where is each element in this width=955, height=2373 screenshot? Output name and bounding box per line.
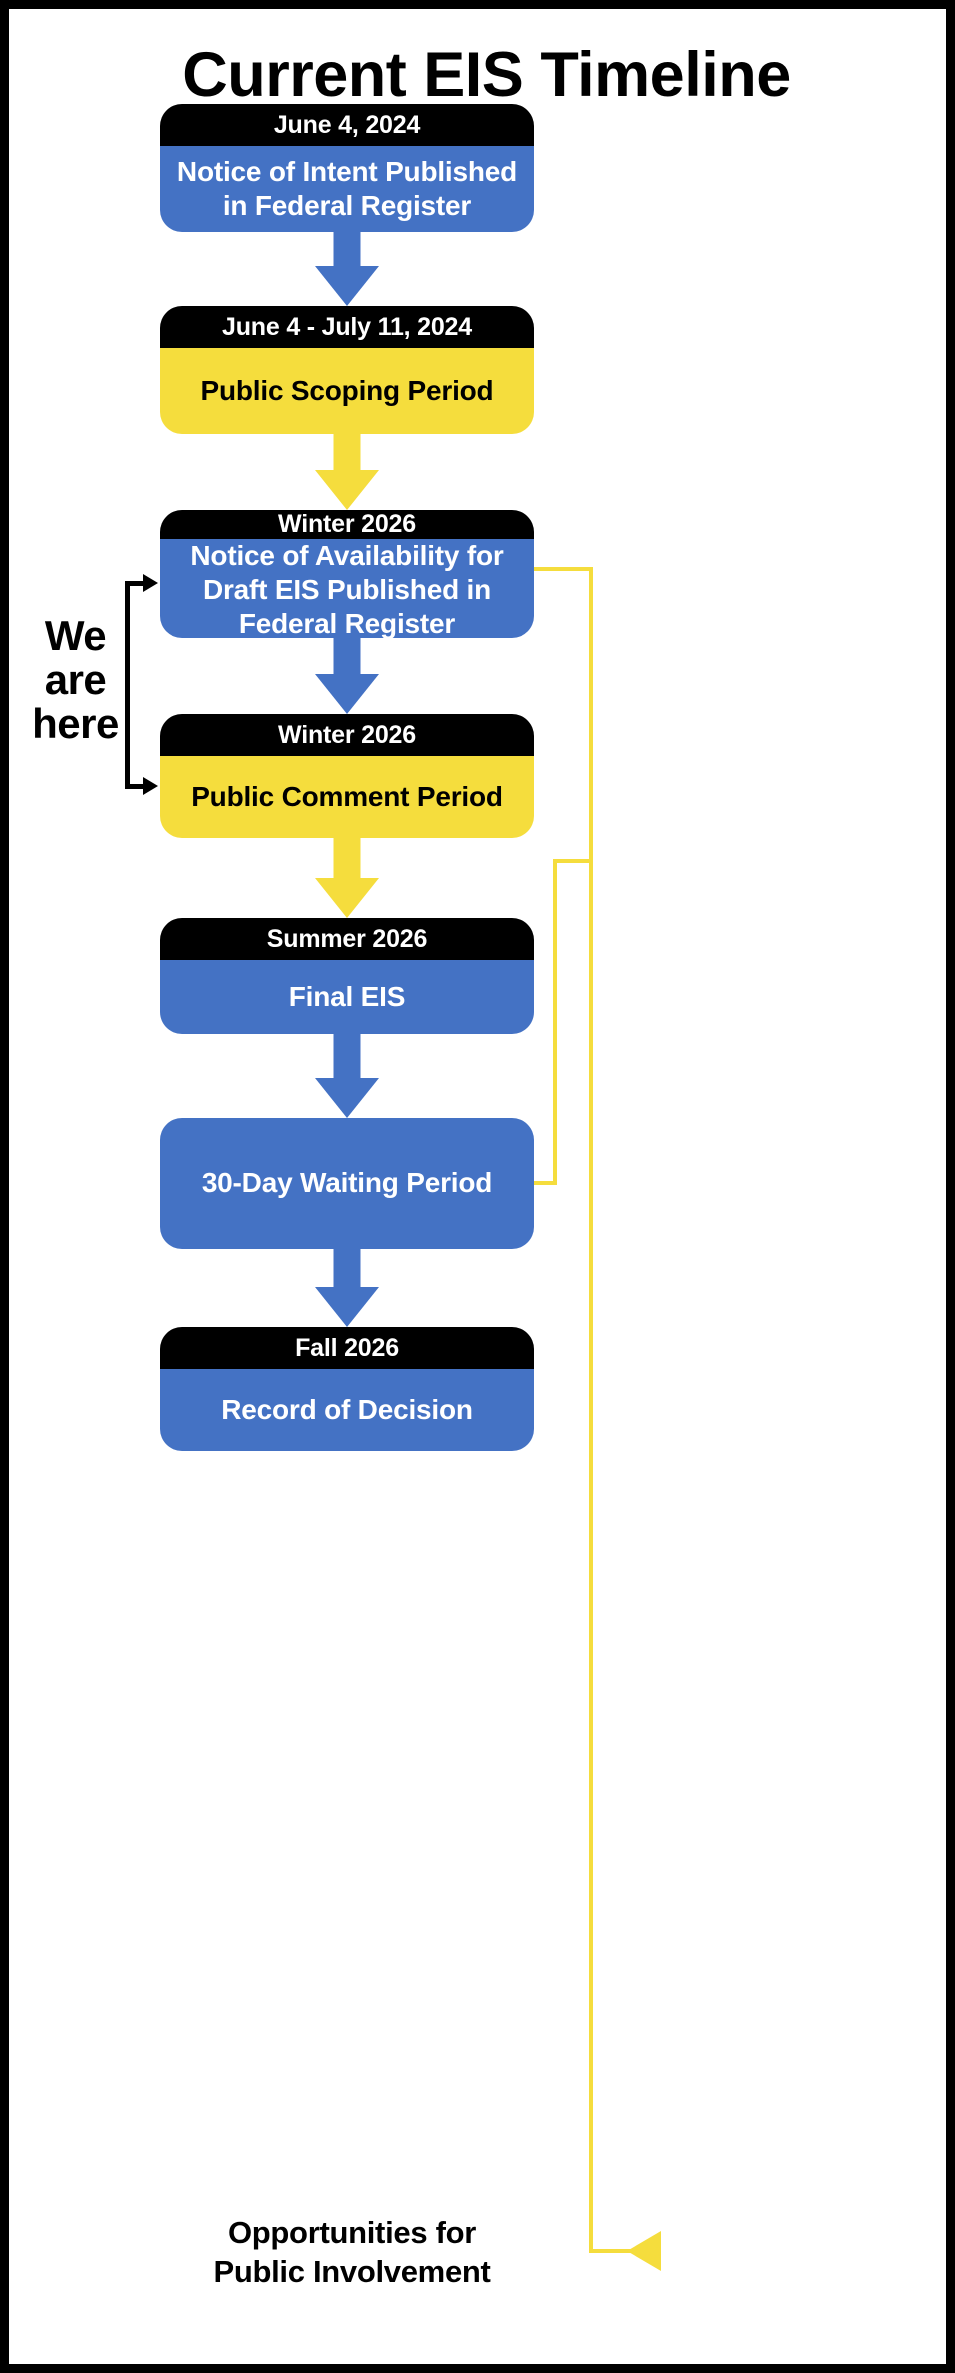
we-are-here-bracket-bottom xyxy=(125,784,150,789)
comment-routing-vertical xyxy=(553,859,557,1185)
node-label-waiting: 30-Day Waiting Period xyxy=(160,1118,534,1249)
we-are-here-arrowhead-bottom xyxy=(143,777,158,795)
we-are-here-arrowhead-top xyxy=(143,574,158,592)
we-are-here-bracket-top xyxy=(125,581,150,586)
node-30-day-waiting-period[interactable]: 30-Day Waiting Period xyxy=(160,1118,534,1249)
node-public-scoping-period[interactable]: June 4 - July 11, 2024 Public Scoping Pe… xyxy=(160,306,534,434)
we-are-here-bracket-vertical xyxy=(125,581,130,789)
we-are-here-label: We are here xyxy=(32,612,119,748)
node-label-rod: Record of Decision xyxy=(160,1369,534,1451)
node-date-noa: Winter 2026 xyxy=(160,510,534,539)
arrow-comment-to-final-eis xyxy=(315,838,379,918)
node-label-final-eis: Final EIS xyxy=(160,960,534,1034)
node-date-rod: Fall 2026 xyxy=(160,1327,534,1369)
comment-routing-upper-horizontal xyxy=(553,859,593,863)
node-public-comment-period[interactable]: Winter 2026 Public Comment Period xyxy=(160,714,534,838)
node-date-comment: Winter 2026 xyxy=(160,714,534,756)
node-label-scoping: Public Scoping Period xyxy=(160,348,534,434)
scoping-routing-vertical xyxy=(589,567,593,2253)
node-final-eis[interactable]: Summer 2026 Final EIS xyxy=(160,918,534,1034)
diagram-canvas: Current EIS Timeline xyxy=(9,9,946,2364)
arrow-final-eis-to-waiting xyxy=(315,1034,379,1118)
node-date-final-eis: Summer 2026 xyxy=(160,918,534,960)
comment-routing-horizontal xyxy=(534,1181,557,1185)
opportunities-line xyxy=(591,2249,659,2253)
arrow-waiting-to-rod xyxy=(315,1249,379,1327)
public-involvement-caption: Opportunities for Public Involvement xyxy=(137,2214,567,2292)
node-date-noi: June 4, 2024 xyxy=(160,104,534,146)
caption-line-1: Opportunities for xyxy=(227,2215,477,2250)
node-notice-of-availability-draft-eis[interactable]: Winter 2026 Notice of Availability for D… xyxy=(160,510,534,638)
node-record-of-decision[interactable]: Fall 2026 Record of Decision xyxy=(160,1327,534,1451)
arrow-scoping-to-noa xyxy=(315,434,379,510)
caption-line-2: Public Involvement xyxy=(213,2253,491,2289)
opportunities-arrowhead xyxy=(627,2231,661,2271)
arrow-noa-to-comment xyxy=(315,638,379,714)
scoping-routing-horizontal xyxy=(534,567,593,571)
node-notice-of-intent[interactable]: June 4, 2024 Notice of Intent Published … xyxy=(160,104,534,232)
node-label-noi: Notice of Intent Published in Federal Re… xyxy=(160,146,534,232)
node-label-noa: Notice of Availability for Draft EIS Pub… xyxy=(160,539,534,638)
node-label-comment: Public Comment Period xyxy=(160,756,534,838)
page-title: Current EIS Timeline xyxy=(182,40,791,110)
node-date-scoping: June 4 - July 11, 2024 xyxy=(160,306,534,348)
arrow-noi-to-scoping xyxy=(315,232,379,306)
